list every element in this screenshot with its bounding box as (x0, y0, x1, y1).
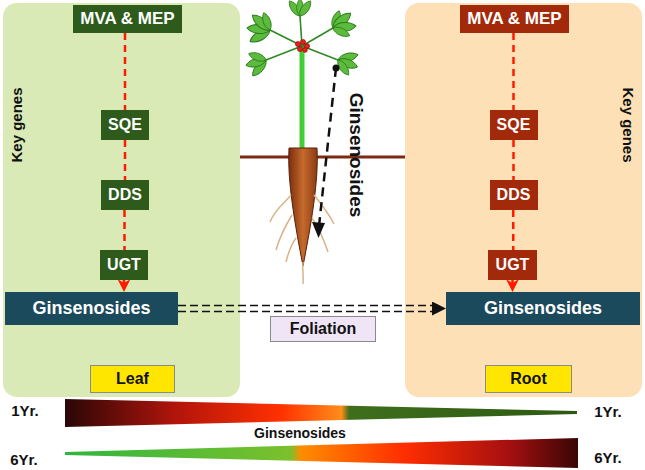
box-text: UGT (496, 256, 530, 274)
box-text: SQE (108, 116, 142, 134)
box-text: MVA & MEP (467, 9, 561, 29)
panel-grounds (3, 3, 642, 397)
pathway-line (511, 280, 514, 292)
tissue-box: Root (485, 365, 572, 393)
year1-gradient-bar (65, 399, 577, 427)
transport-arrow (178, 306, 446, 312)
age-label: 1Yr. (11, 402, 39, 419)
pathway-arrow (513, 33, 514, 110)
transport-head (178, 308, 446, 309)
gene-box: UGT (100, 250, 148, 280)
plant-stem (300, 46, 305, 152)
gene-box: DDS (490, 180, 538, 210)
leaf-panel: Key genes MVA & MEP SQE DDS UGT GinsenosidesL… (3, 3, 240, 397)
palmate-leaves (245, 0, 359, 78)
box-text: Root (510, 370, 546, 388)
box-text: Ginsenosides (32, 298, 150, 319)
box-text: UGT (107, 256, 141, 274)
axis-label: Ginsenosides (254, 425, 346, 441)
berry-cluster (295, 39, 309, 52)
year6-gradient-bar (65, 438, 578, 468)
root-panel: Key genes MVA & MEP SQE DDS UGT GinsenosidesR… (405, 3, 642, 397)
box-text: Ginsenosides (484, 298, 602, 319)
pathway-line (512, 33, 515, 110)
product-box: Ginsenosides (446, 292, 640, 325)
pathway-line (512, 210, 515, 250)
transport-line (178, 311, 438, 313)
transport-line (178, 305, 438, 307)
pathway-arrow (124, 210, 125, 250)
soil-line (240, 156, 405, 159)
box-text: Foliation (290, 320, 357, 338)
side-heading: Key genes (619, 87, 636, 162)
pathway-box: MVA & MEP (460, 5, 569, 33)
pathway-arrow (125, 33, 126, 110)
tissue-box: Leaf (90, 365, 175, 393)
box-text: MVA & MEP (80, 9, 174, 29)
pathway-arrow (513, 210, 514, 250)
gene-box: UGT (488, 250, 537, 280)
product-box: Ginsenosides (5, 292, 178, 325)
pathway-arrow (512, 280, 513, 292)
age-label: 6Yr. (10, 451, 38, 468)
gene-box: DDS (101, 180, 149, 210)
leaf-petioles (266, 16, 338, 60)
process-box: Foliation (270, 316, 376, 342)
pathway-line (124, 140, 127, 180)
pathway-line (512, 140, 515, 180)
box-text: DDS (108, 186, 142, 204)
pathway-line (123, 210, 126, 250)
ginseng-root (270, 148, 334, 284)
panel-ground (405, 3, 642, 397)
side-heading: Key genes (8, 87, 25, 162)
pathway-arrow (125, 140, 126, 180)
box-text: Leaf (116, 370, 149, 388)
box-text: DDS (497, 186, 531, 204)
age-label: 1Yr. (594, 403, 622, 420)
pathway-line (123, 280, 126, 292)
translocation-arrow (312, 65, 340, 239)
gene-box: SQE (101, 110, 149, 140)
pathway-arrow (513, 140, 514, 180)
panel-ground (3, 3, 240, 397)
box-text: SQE (497, 116, 531, 134)
age-label: 6Yr. (594, 449, 622, 466)
gene-box: SQE (490, 110, 538, 140)
pathway-line (124, 33, 127, 110)
pathway-box: MVA & MEP (73, 5, 182, 33)
transport-label: Ginsenosides (345, 93, 367, 218)
pathway-arrow (124, 280, 125, 292)
